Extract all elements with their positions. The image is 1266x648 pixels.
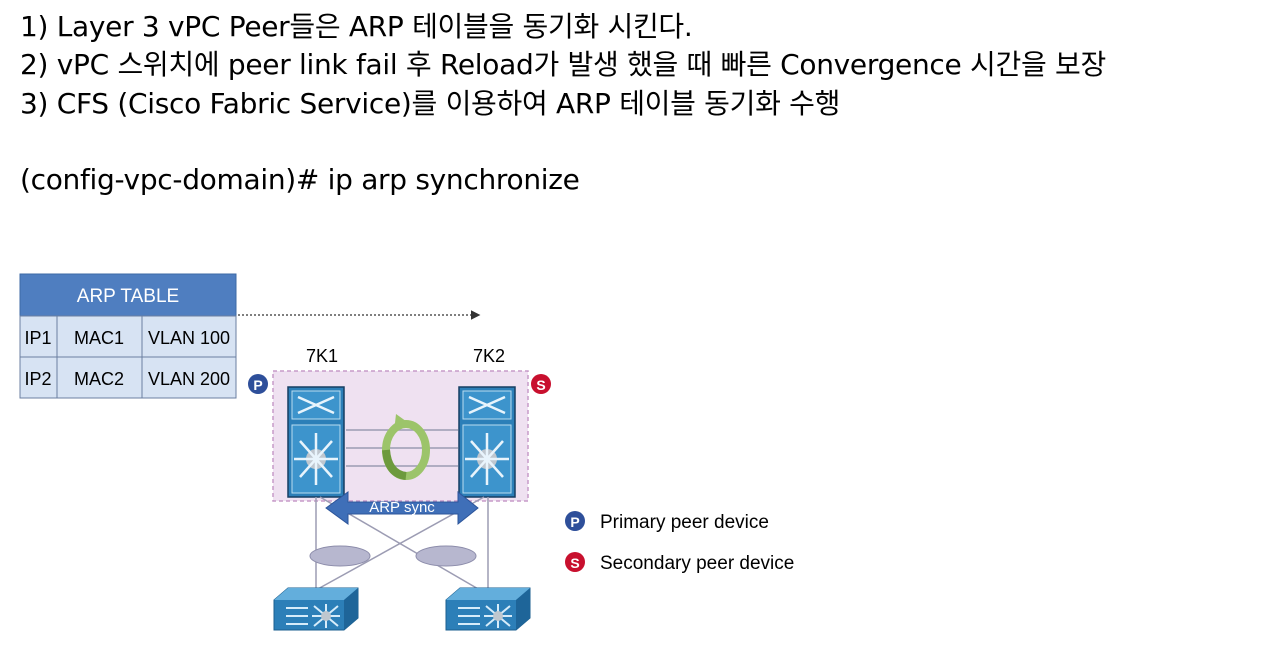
legend-primary: P Primary peer device (565, 511, 769, 533)
command-line: (config-vpc-domain)# ip arp synchronize (20, 163, 580, 196)
arp-row-2-ip: IP2 (24, 369, 51, 389)
note-line-1: 1) Layer 3 vPC Peer들은 ARP 테이블을 동기화 시킨다. (20, 10, 693, 43)
arp-table-title: ARP TABLE (77, 286, 179, 307)
vpc-bundle-left (309, 545, 371, 567)
secondary-badge: S (531, 374, 551, 394)
arp-sync-label: ARP sync (369, 499, 435, 516)
arp-row-1-vlan: VLAN 100 (148, 328, 230, 348)
legend-secondary-label: Secondary peer device (600, 553, 794, 574)
device-7k1-label: 7K1 (306, 346, 338, 366)
arp-row-2-mac: MAC2 (74, 369, 124, 389)
peer-links (346, 429, 458, 467)
svg-text:P: P (570, 514, 579, 530)
legend: P Primary peer device S Secondary peer d… (565, 511, 794, 574)
arp-row-2-vlan: VLAN 200 (148, 369, 230, 389)
svg-text:S: S (570, 555, 579, 571)
legend-primary-label: Primary peer device (600, 512, 769, 533)
arp-sync-arrow: ARP sync (325, 490, 479, 526)
arp-row-1-ip: IP1 (24, 328, 51, 348)
arp-table-header (19, 273, 237, 317)
svg-text:S: S (536, 377, 545, 393)
vpc-bundle-right (415, 545, 477, 567)
primary-badge: P (248, 374, 268, 394)
arp-row-1-mac: MAC1 (74, 328, 124, 348)
sync-rotation-icon (382, 414, 430, 480)
note-line-3: 3) CFS (Cisco Fabric Service)를 이용하여 ARP … (20, 87, 841, 120)
device-7k2-label: 7K2 (473, 346, 505, 366)
arp-table: ARP TABLE IP1 MAC1 VLAN 100 IP2 MAC2 VLA… (19, 273, 237, 399)
core-switch-7k1 (286, 385, 346, 499)
access-switch-left (273, 587, 359, 631)
access-switch-right (445, 587, 531, 631)
note-line-2: 2) vPC 스위치에 peer link fail 후 Reload가 발생 … (20, 48, 1106, 81)
core-switch-7k2 (457, 385, 517, 499)
svg-text:P: P (253, 377, 262, 393)
legend-secondary: S Secondary peer device (565, 552, 794, 574)
